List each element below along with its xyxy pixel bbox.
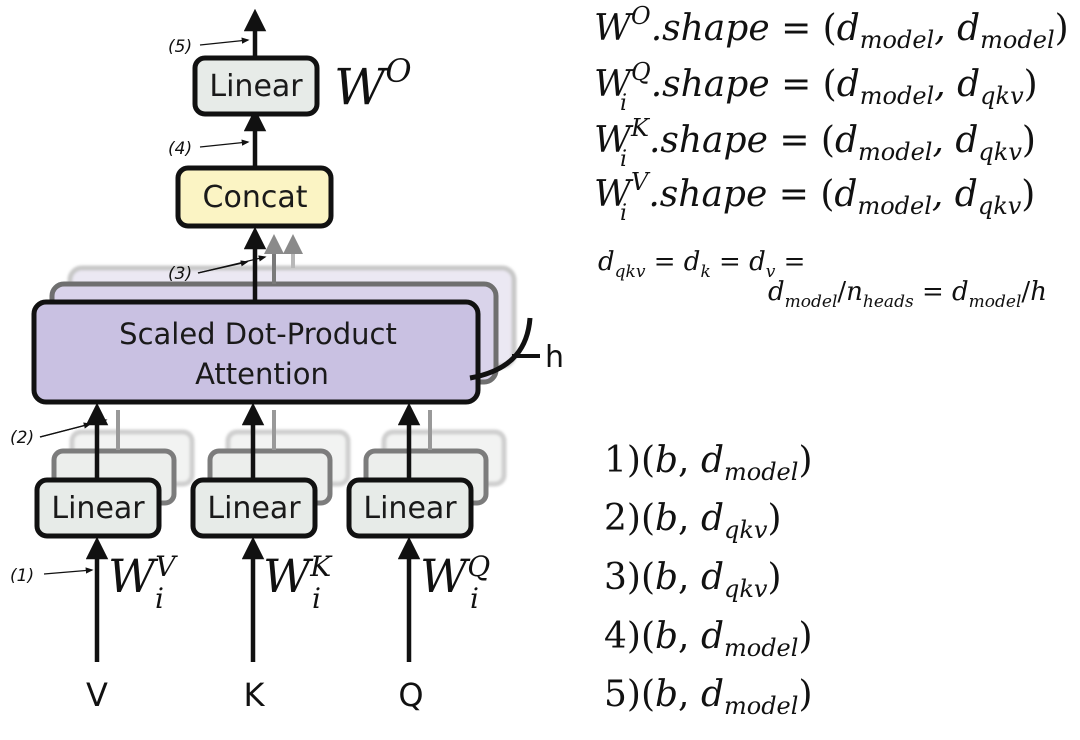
output-linear-label: Linear [209, 69, 303, 104]
annotation-4: (4) [168, 139, 192, 159]
shape-eq-wv: WV.shape = (dmodel, dqkv) [594, 168, 1035, 220]
output-weight-symbol: WO [334, 52, 412, 116]
linear-q-box: Linear [346, 477, 474, 539]
linear-k-label: Linear [207, 491, 301, 526]
input-q-label: Q [398, 676, 423, 714]
shape-eq-wk: WK.shape = (dmodel, dqkv) [594, 114, 1036, 166]
weight-k-symbol: WK [263, 549, 333, 603]
concat-box: Concat [175, 165, 334, 229]
annotation-3: (3) [168, 264, 192, 284]
linear-q-label: Linear [363, 491, 457, 526]
heads-indicator: h [469, 317, 564, 381]
annotation-2: (2) [10, 428, 34, 448]
output-linear-box: Linear [192, 55, 320, 117]
tensor-shape-3: 3)(b, dqkv) [604, 557, 782, 603]
main-arrows [85, 8, 421, 662]
heads-label: h [545, 340, 564, 375]
head-arrows-ghost [264, 234, 303, 284]
input-v-label: V [86, 676, 108, 714]
shape-eq-wv-subscript: i [620, 201, 627, 226]
tensor-shape-4: 4)(b, dmodel) [604, 616, 812, 662]
weight-v-subscript: i [155, 582, 164, 615]
stage-annotations [39, 37, 267, 575]
attention-box: Scaled Dot-Product Attention [31, 299, 481, 405]
tensor-shape-2: 2)(b, dqkv) [604, 498, 782, 544]
linear-k-box: Linear [190, 477, 318, 539]
projection-arrows-ghost [116, 410, 432, 450]
tensor-shape-list: 1)(b, dmodel) 2)(b, dqkv) 3)(b, dqkv) 4)… [604, 440, 812, 720]
shape-eq-wk-subscript: i [620, 147, 627, 172]
attention-label-line2: Attention [195, 357, 329, 391]
tensor-shape-5: 5)(b, dmodel) [604, 674, 812, 720]
annotation-5: (5) [168, 37, 192, 57]
weight-q-subscript: i [470, 582, 479, 615]
weight-shape-equations: WO.shape = (dmodel, dmodel) WQ.shape = (… [594, 2, 1069, 226]
weight-v-symbol: WV [108, 549, 178, 603]
linear-v-label: Linear [51, 491, 145, 526]
attention-label-line1: Scaled Dot-Product [119, 317, 397, 351]
annotation-1: (1) [10, 566, 34, 586]
linear-v-box: Linear [34, 477, 162, 539]
weight-k-subscript: i [312, 582, 321, 615]
input-k-label: K [244, 676, 266, 714]
dqkv-definition: dqkv = dk = dv = dmodel/nheads = dmodel/… [598, 247, 1047, 312]
tensor-shape-1: 1)(b, dmodel) [604, 440, 812, 486]
weight-q-symbol: WQ [420, 549, 490, 603]
dqkv-line2: dmodel/nheads = dmodel/h [768, 277, 1047, 312]
shape-eq-wq-subscript: i [620, 91, 627, 116]
shape-eq-wo: WO.shape = (dmodel, dmodel) [594, 2, 1069, 54]
dqkv-line1: dqkv = dk = dv = [598, 247, 805, 282]
shape-eq-wq: WQ.shape = (dmodel, dqkv) [594, 58, 1038, 110]
concat-label: Concat [203, 180, 308, 215]
